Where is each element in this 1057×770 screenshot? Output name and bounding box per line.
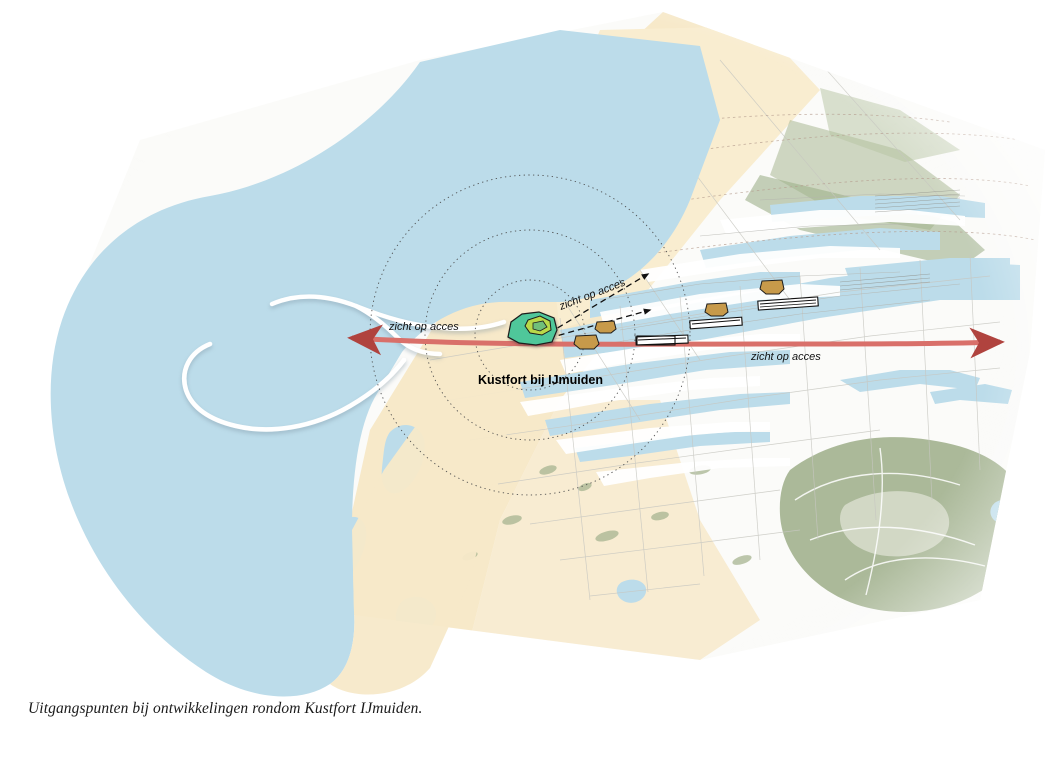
lock-4-on-axis [636,335,676,346]
acces-axis [347,324,1005,359]
lock-2 [689,316,743,330]
pier-south [182,341,407,432]
figure-caption: Uitgangspunten bij ontwikkelingen rondom… [28,700,423,717]
bunker-3 [704,302,729,317]
beach-strip [330,380,520,695]
bunker-4 [759,279,785,295]
acces-axis-line [347,324,1005,359]
bunker-2 [594,320,617,334]
sight-label-east: zicht op acces [750,351,821,363]
kustfort-symbol[interactable] [507,311,558,346]
lock-1 [635,334,689,346]
bunker-1 [573,334,600,350]
bunker-symbols [573,279,785,350]
fort-label: Kustfort bij IJmuiden [478,373,603,387]
lock-symbols [635,296,819,346]
north-sea [50,30,720,697]
lock-3 [757,296,819,311]
sight-label-west: zicht op acces [388,321,459,333]
fort-inner-core [532,320,548,332]
